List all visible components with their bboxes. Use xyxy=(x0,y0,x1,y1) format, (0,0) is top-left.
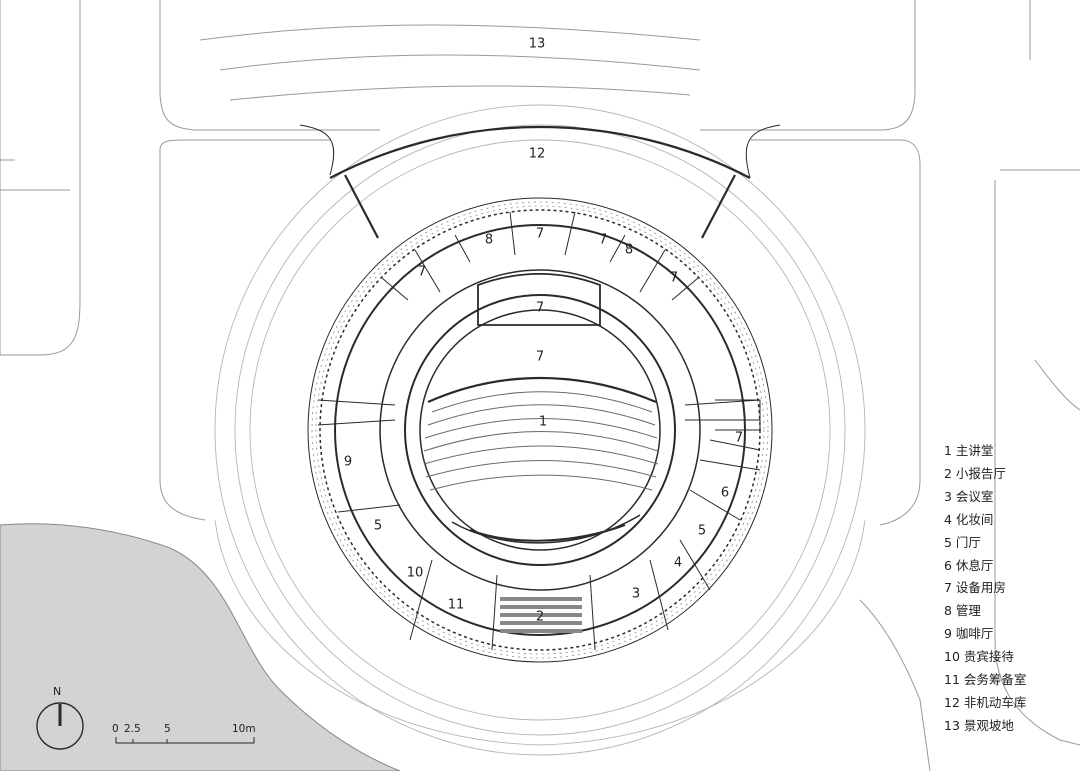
room-label-13: 13 xyxy=(529,37,546,52)
legend-item: 11 会务筹备室 xyxy=(944,672,1027,688)
room-label-7: 7 xyxy=(418,265,426,280)
room-label-10: 10 xyxy=(407,566,424,581)
room-label-5: 5 xyxy=(698,524,706,539)
room-label-7: 7 xyxy=(536,227,544,242)
landscape-rings xyxy=(214,104,866,756)
legend-item: 8 管理 xyxy=(944,603,981,619)
room-label-3: 3 xyxy=(632,587,640,602)
room-label-7: 7 xyxy=(599,233,607,248)
room-label-8: 8 xyxy=(485,233,493,248)
legend-item: 5 门厅 xyxy=(944,534,981,550)
small-hall-seating xyxy=(500,597,582,633)
room-label-12: 12 xyxy=(529,147,546,162)
room-label-6: 6 xyxy=(721,486,729,501)
room-label-8: 8 xyxy=(625,243,633,258)
scale-tick-0: 0 xyxy=(112,723,119,735)
north-label: N xyxy=(53,685,62,698)
room-label-11: 11 xyxy=(448,598,465,613)
room-label-4: 4 xyxy=(674,556,682,571)
legend-item: 1 主讲堂 xyxy=(944,443,994,458)
legend: 1 主讲堂 2 小报告厅 3 会议室 4 化妆间 5 门厅 6 休息厅 7 设备… xyxy=(944,440,1074,738)
room-label-1: 1 xyxy=(539,415,547,430)
legend-item: 4 化妆间 xyxy=(944,511,994,527)
scale-tick-5: 5 xyxy=(164,723,171,735)
main-hall-seating xyxy=(423,391,659,491)
legend-item: 12 非机动车库 xyxy=(944,694,1027,710)
room-label-7: 7 xyxy=(536,350,544,365)
legend-item: 9 咖啡厅 xyxy=(944,626,994,642)
facade-pattern xyxy=(311,201,769,659)
north-arrow xyxy=(36,702,84,750)
legend-item: 13 景观坡地 xyxy=(944,717,1014,733)
scale-tick-2-5: 2.5 xyxy=(124,723,141,735)
scale-bar xyxy=(115,737,255,744)
legend-item: 7 设备用房 xyxy=(944,580,1006,596)
legend-item: 2 小报告厅 xyxy=(944,465,1006,481)
legend-item: 6 休息厅 xyxy=(944,557,994,573)
room-label-9: 9 xyxy=(344,455,352,470)
room-label-7: 7 xyxy=(536,301,544,316)
room-label-5: 5 xyxy=(374,519,382,534)
water-area xyxy=(0,523,401,771)
legend-item: 3 会议室 xyxy=(944,488,994,504)
room-labels: 1 2 3 4 5 5 6 7 7 7 7 7 7 7 8 8 9 10 11 … xyxy=(344,37,743,625)
scale-tick-10m: 10m xyxy=(232,723,256,735)
building-walls xyxy=(299,124,781,663)
room-label-7: 7 xyxy=(735,431,743,446)
room-label-7: 7 xyxy=(670,271,678,286)
room-label-2: 2 xyxy=(536,610,544,625)
legend-item: 10 贵宾接待 xyxy=(944,649,1014,665)
